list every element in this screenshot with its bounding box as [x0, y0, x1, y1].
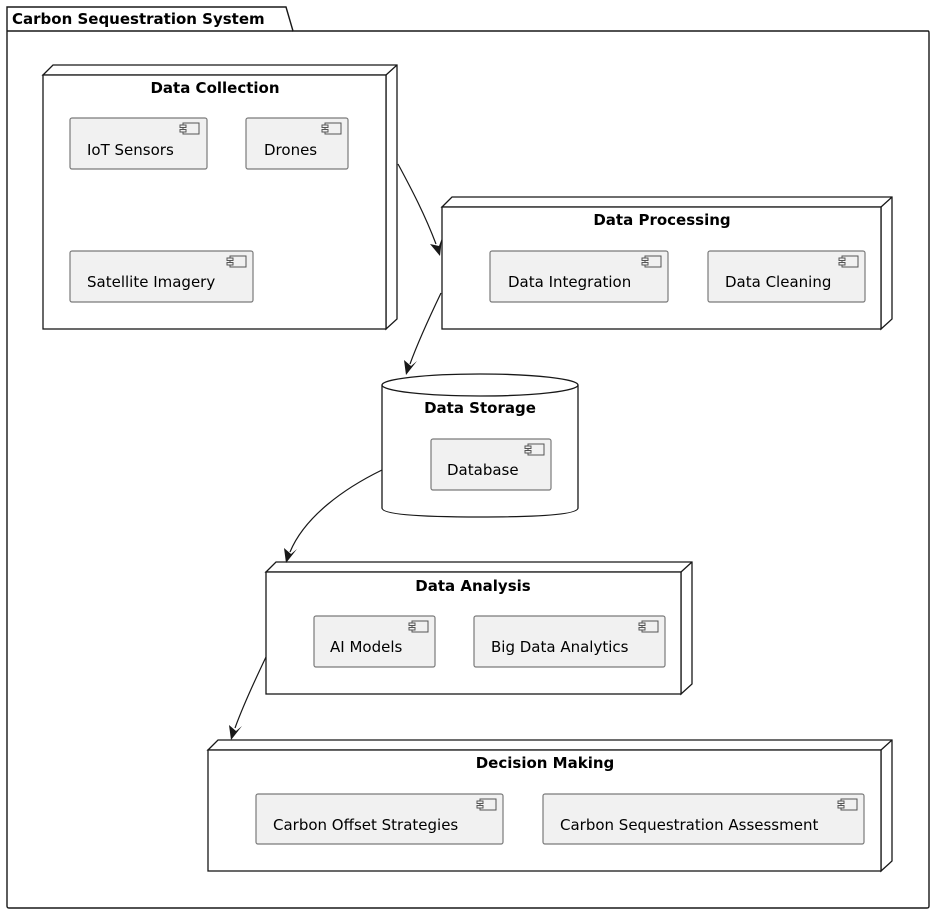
edge-storage-to-analysis: [284, 469, 383, 563]
component-carbon-sequestration-assessment: Carbon Sequestration Assessment: [542, 793, 865, 845]
component-icon: [476, 798, 497, 811]
component-carbon-offset-strategies: Carbon Offset Strategies: [255, 793, 504, 845]
component-icon: [638, 620, 659, 633]
component-iot-sensors: IoT Sensors: [69, 117, 208, 170]
component-ai-models: AI Models: [313, 615, 436, 668]
node-title: Data Storage: [424, 399, 536, 417]
edge-processing-to-storage: [404, 292, 442, 375]
edge-line: [289, 469, 383, 553]
node-data-collection: Data Collection IoT Sensors Drones Satel…: [41, 64, 398, 331]
component-big-data-analytics: Big Data Analytics: [473, 615, 666, 668]
component-drones: Drones: [245, 117, 349, 170]
edge-analysis-to-decision: [229, 656, 267, 740]
arrowhead: [404, 360, 417, 375]
component-label: Data Integration: [508, 273, 631, 291]
component-icon: [179, 122, 200, 135]
edge-line: [234, 656, 267, 729]
component-label: Database: [447, 461, 519, 479]
component-label: IoT Sensors: [87, 141, 174, 159]
node-title: Decision Making: [476, 754, 615, 772]
node-decision-making: Decision Making Carbon Offset Strategies…: [206, 739, 893, 873]
component-icon: [838, 255, 859, 268]
component-icon: [641, 255, 662, 268]
arrowhead: [430, 238, 442, 256]
component-icon: [837, 798, 858, 811]
edge-line: [409, 292, 442, 365]
node-title: Data Analysis: [415, 577, 530, 595]
component-icon: [524, 443, 545, 456]
arrowhead: [229, 725, 242, 740]
node-title: Data Collection: [150, 79, 279, 97]
node-data-analysis: Data Analysis AI Models Big Data Analyti…: [264, 561, 693, 696]
component-data-integration: Data Integration: [489, 250, 669, 303]
component-label: Carbon Offset Strategies: [273, 816, 458, 834]
component-label: Data Cleaning: [725, 273, 831, 291]
edge-line: [397, 163, 437, 245]
component-label: Drones: [264, 141, 317, 159]
node-data-processing: Data Processing Data Integration Data Cl…: [440, 196, 893, 331]
component-icon: [408, 620, 429, 633]
component-label: Carbon Sequestration Assessment: [560, 816, 818, 834]
component-icon: [226, 255, 247, 268]
node-title: Data Processing: [593, 211, 730, 229]
component-database: Database: [430, 438, 552, 491]
component-data-cleaning: Data Cleaning: [707, 250, 866, 303]
node-data-storage: Data Storage Database: [381, 373, 579, 518]
edge-collection-to-processing: [397, 163, 442, 256]
component-satellite-imagery: Satellite Imagery: [69, 250, 254, 303]
component-icon: [321, 122, 342, 135]
component-label: AI Models: [330, 638, 402, 656]
arrowhead: [284, 548, 297, 563]
component-label: Satellite Imagery: [87, 273, 215, 291]
package-title: Carbon Sequestration System: [12, 10, 265, 28]
component-label: Big Data Analytics: [491, 638, 629, 656]
